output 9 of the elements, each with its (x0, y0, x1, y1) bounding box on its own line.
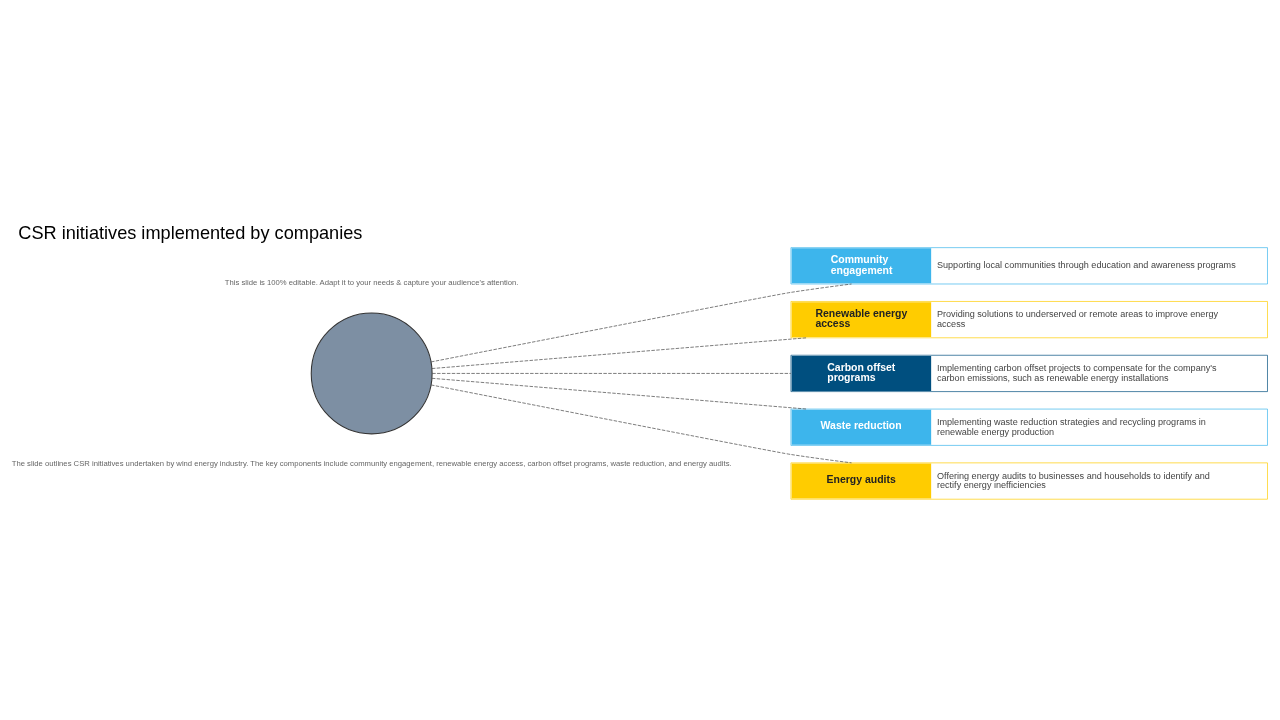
connector (431, 336, 808, 369)
connector (431, 377, 808, 409)
connector (430, 283, 852, 362)
connector (432, 372, 792, 374)
diagram-title: CSR initiatives implemented by companies (18, 222, 363, 243)
connector (430, 384, 852, 463)
node-circle (310, 311, 433, 434)
label: This slide is 100% editable. Adapt it to your needs & capture your audience's attention. (224, 277, 519, 287)
label: The slide outlines CSR initiatives undertaken by wind energy industry. The key components include community engagement, renewable energy access, carbon offset programs, waste reduction, and energy audits. (11, 458, 732, 468)
